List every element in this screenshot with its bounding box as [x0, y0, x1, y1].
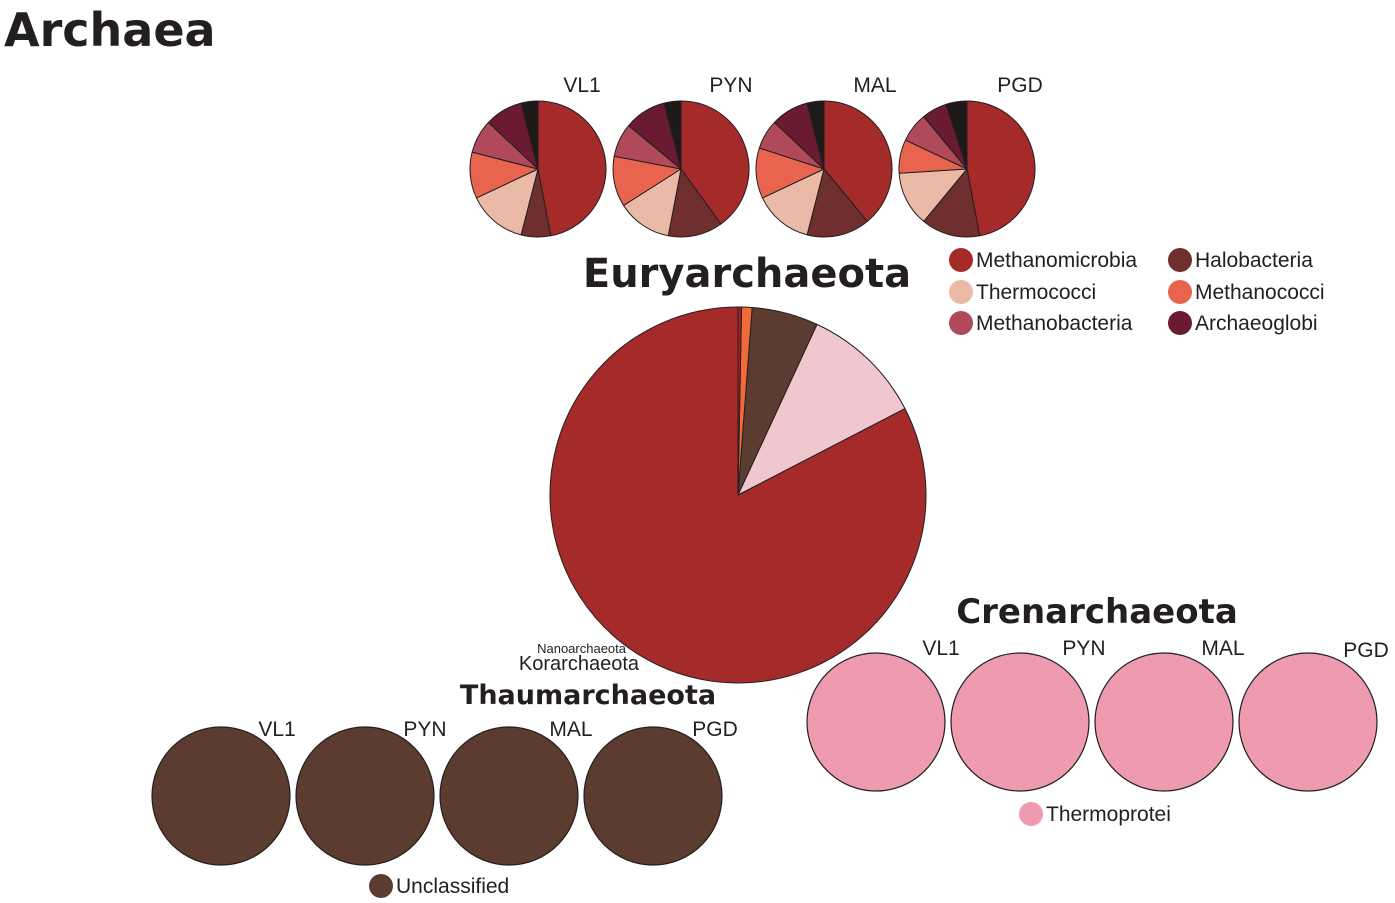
- legend-item-archaeoglobi: Archaeoglobi: [1168, 311, 1318, 335]
- legend-label-unclassified: Unclassified: [396, 875, 509, 898]
- euryarchaeota-pie-pyn: [612, 100, 750, 238]
- archaea-slice-crenarchaeota: [737, 323, 906, 496]
- eury-pgd-slice-halobacteria: [923, 168, 981, 238]
- thaum-site-label-vl1: VL1: [258, 718, 295, 741]
- thaum-pyn-slice-unclassified: [295, 726, 435, 866]
- legends: MethanomicrobiaThermococciMethanobacteri…: [369, 248, 1325, 898]
- thaum-site-label-pyn: PYN: [403, 718, 446, 741]
- eury-pyn-slice-other: [663, 100, 682, 170]
- thaumarchaeota-title: Thaumarchaeota: [460, 680, 716, 711]
- legend-item-halobacteria: Halobacteria: [1168, 248, 1313, 272]
- korarchaeota-label: Korarchaeota: [519, 653, 640, 675]
- eury-pyn-slice-methanomicrobia: [680, 100, 750, 225]
- thaumarchaeota-site-pies: VL1 PYN MAL PGD: [151, 718, 738, 866]
- cren-site-label-vl1: VL1: [922, 637, 959, 660]
- legend-swatch-methanococci: [1168, 280, 1192, 304]
- eury-mal-slice-halobacteria: [806, 168, 868, 238]
- crenarchaeota-site-pies: VL1 PYN MAL PGD: [806, 637, 1389, 792]
- eury-pyn-slice-thermococci: [623, 168, 682, 237]
- legend-swatch-methanobacteria: [949, 311, 973, 335]
- thaum-pgd-slice-unclassified: [583, 726, 723, 866]
- eury-site-label-pyn: PYN: [709, 74, 752, 97]
- legend-item-methanomicrobia: Methanomicrobia: [949, 248, 1137, 272]
- legend-item-methanobacteria: Methanobacteria: [949, 311, 1133, 335]
- archaea-main-pie: [549, 306, 927, 684]
- legend-swatch-archaeoglobi: [1168, 311, 1192, 335]
- cren-vl1-slice-thermoprotei: [806, 652, 946, 792]
- eury-pgd-slice-methanomicrobia: [966, 100, 1036, 237]
- legend-item-thermococci: Thermococci: [949, 280, 1096, 304]
- eury-pgd-slice-other: [945, 100, 968, 170]
- legend-swatch-halobacteria: [1168, 248, 1192, 272]
- eury-pgd-slice-thermococci: [898, 168, 968, 222]
- legend-item-methanococci: Methanococci: [1168, 280, 1325, 304]
- euryarchaeota-title: Euryarchaeota: [583, 251, 911, 297]
- legend-label-methanobacteria: Methanobacteria: [976, 312, 1133, 335]
- cren-mal-slice-thermoprotei: [1094, 652, 1234, 792]
- cren-pyn-slice-thermoprotei: [950, 652, 1090, 792]
- legend-item-thermoprotei: Thermoprotei: [1019, 802, 1171, 826]
- euryarchaeota-site-pies: VL1 PYN MAL PGD: [469, 74, 1043, 238]
- eury-pyn-slice-halobacteria: [667, 168, 722, 238]
- legend-label-thermoprotei: Thermoprotei: [1046, 803, 1171, 826]
- nanoarchaeota-label: Nanoarchaeota: [537, 641, 627, 656]
- legend-label-methanococci: Methanococci: [1195, 281, 1325, 304]
- thaum-vl1-slice-unclassified: [151, 726, 291, 866]
- eury-mal-slice-methanomicrobia: [823, 100, 893, 222]
- eury-vl1-slice-other: [520, 100, 539, 170]
- legend-label-archaeoglobi: Archaeoglobi: [1195, 312, 1318, 335]
- eury-mal-slice-thermococci: [761, 168, 825, 236]
- eury-vl1-slice-methanomicrobia: [537, 100, 607, 237]
- eury-site-label-mal: MAL: [853, 74, 896, 97]
- legend-swatch-unclassified: [369, 874, 393, 898]
- eury-vl1-slice-thermococci: [475, 168, 539, 236]
- figure-title: Archaea: [4, 3, 216, 57]
- legend-label-thermococci: Thermococci: [976, 281, 1096, 304]
- thaum-mal-slice-unclassified: [439, 726, 579, 866]
- cren-pgd-slice-thermoprotei: [1238, 652, 1378, 792]
- archaea-slice-nanoarchaeota: [737, 306, 743, 496]
- legend-item-unclassified: Unclassified: [369, 874, 509, 898]
- euryarchaeota-pie-mal: [755, 100, 893, 238]
- legend-label-halobacteria: Halobacteria: [1195, 249, 1313, 272]
- euryarchaeota-pie-pgd: [898, 100, 1036, 238]
- euryarchaeota-pie-vl1: [469, 100, 607, 238]
- cren-site-label-pgd: PGD: [1343, 639, 1389, 662]
- eury-mal-slice-other: [806, 100, 825, 170]
- legend-swatch-thermococci: [949, 280, 973, 304]
- eury-site-label-pgd: PGD: [997, 74, 1043, 97]
- legend-swatch-methanomicrobia: [949, 248, 973, 272]
- legend-swatch-thermoprotei: [1019, 802, 1043, 826]
- eury-site-label-vl1: VL1: [563, 74, 600, 97]
- thaum-site-label-pgd: PGD: [692, 718, 738, 741]
- thaum-site-label-mal: MAL: [549, 718, 592, 741]
- cren-site-label-mal: MAL: [1201, 637, 1244, 660]
- cren-site-label-pyn: PYN: [1062, 637, 1105, 660]
- crenarchaeota-title: Crenarchaeota: [956, 592, 1238, 632]
- legend-label-methanomicrobia: Methanomicrobia: [976, 249, 1137, 272]
